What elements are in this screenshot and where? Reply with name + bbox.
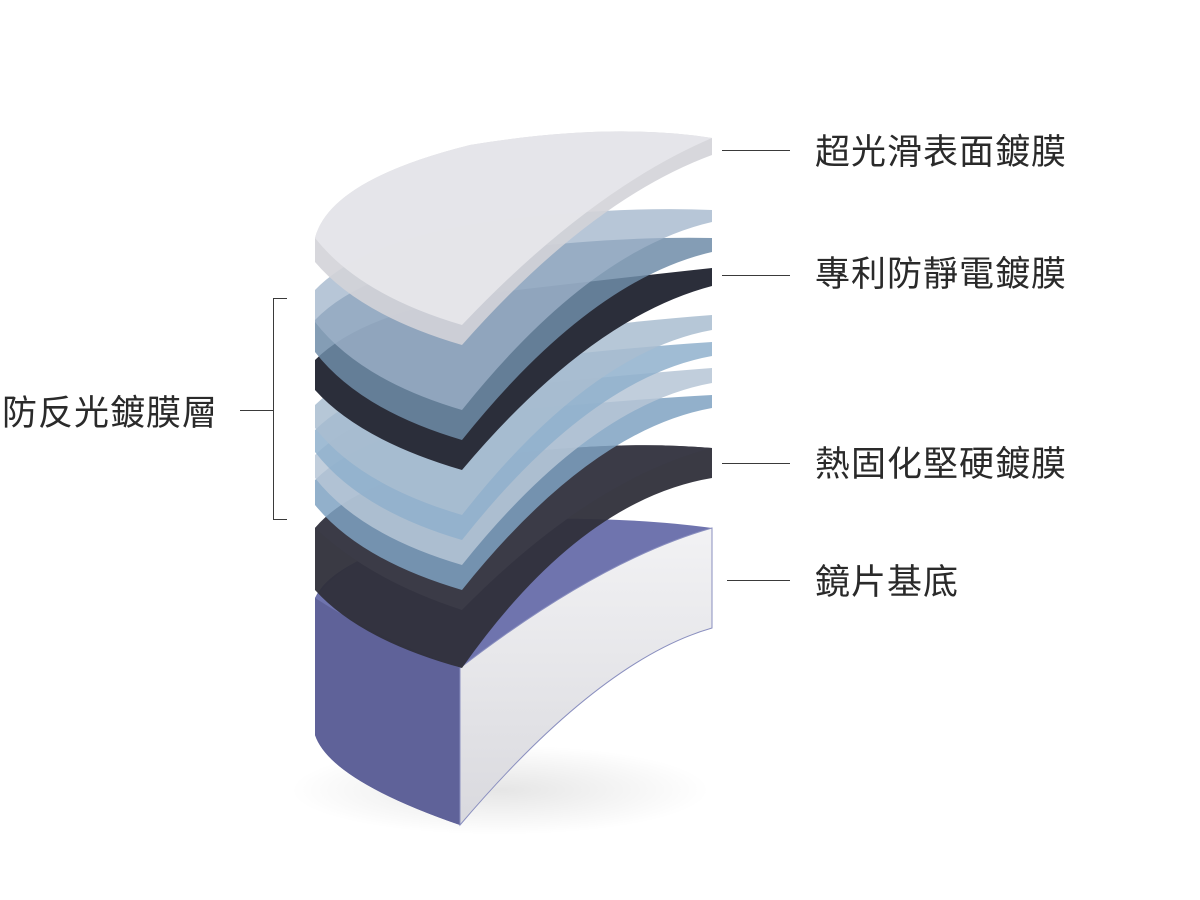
label-antistatic-coating: 專利防靜電鍍膜 bbox=[815, 255, 1067, 295]
leader-lens-substrate bbox=[727, 580, 790, 581]
leader-ar-group bbox=[240, 410, 273, 411]
leader-top-coating bbox=[722, 150, 790, 151]
leader-hard-coating bbox=[722, 463, 790, 464]
label-lens-substrate: 鏡片基底 bbox=[815, 563, 959, 603]
leader-antistatic bbox=[722, 275, 790, 276]
label-top-coating: 超光滑表面鍍膜 bbox=[815, 133, 1067, 173]
label-ar-coating-group: 防反光鍍膜層 bbox=[2, 394, 218, 434]
label-hard-coating: 熱固化堅硬鍍膜 bbox=[815, 445, 1067, 485]
ar-group-bracket bbox=[273, 298, 287, 520]
